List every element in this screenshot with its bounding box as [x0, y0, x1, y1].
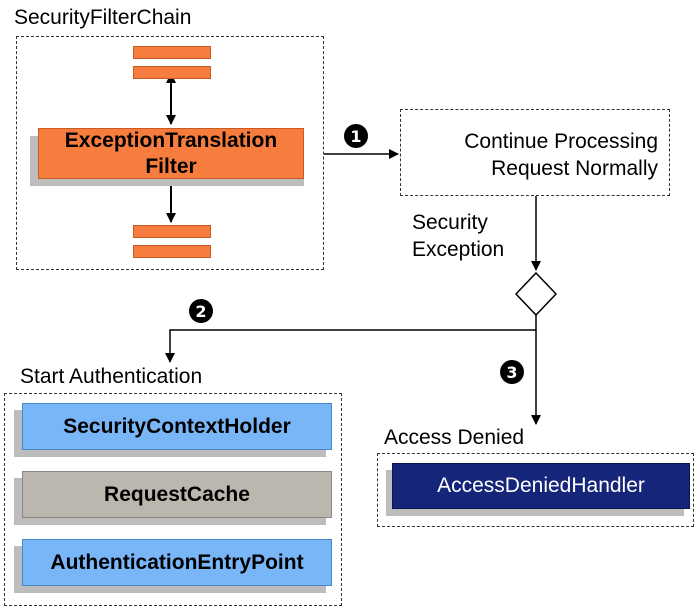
- access-denied-container: [377, 453, 694, 527]
- arrow-to-start-auth: [165, 315, 537, 363]
- access-denied-handler: AccessDeniedHandler: [392, 463, 690, 509]
- step-2-badge: 2: [189, 299, 213, 323]
- filter-bar: [133, 46, 211, 59]
- decision-diamond: [514, 271, 558, 317]
- authentication-entry-point: AuthenticationEntryPoint: [22, 539, 332, 586]
- filter-bar: [133, 66, 211, 79]
- filter-bar: [133, 245, 211, 258]
- security-exception-line1: Security: [412, 211, 488, 234]
- exception-filter-line1: ExceptionTranslation: [64, 128, 278, 152]
- start-auth-container: [4, 393, 342, 606]
- continue-processing-box: [400, 109, 670, 196]
- start-auth-title: Start Authentication: [20, 365, 203, 388]
- step-1-badge: 1: [344, 124, 368, 148]
- filter-bar: [133, 225, 211, 238]
- continue-processing-line2: Request Normally: [491, 157, 658, 180]
- filter-chain-title: SecurityFilterChain: [14, 6, 192, 29]
- exception-translation-filter: ExceptionTranslation Filter: [38, 128, 304, 179]
- security-context-holder: SecurityContextHolder: [22, 403, 332, 450]
- exception-filter-line2: Filter: [145, 154, 197, 178]
- security-exception-line2: Exception: [412, 238, 505, 261]
- step-3-badge: 3: [500, 360, 524, 384]
- request-cache: RequestCache: [22, 471, 332, 518]
- access-denied-title: Access Denied: [384, 426, 525, 449]
- filter-chain-container: [16, 36, 324, 270]
- continue-processing-line1: Continue Processing: [464, 130, 658, 153]
